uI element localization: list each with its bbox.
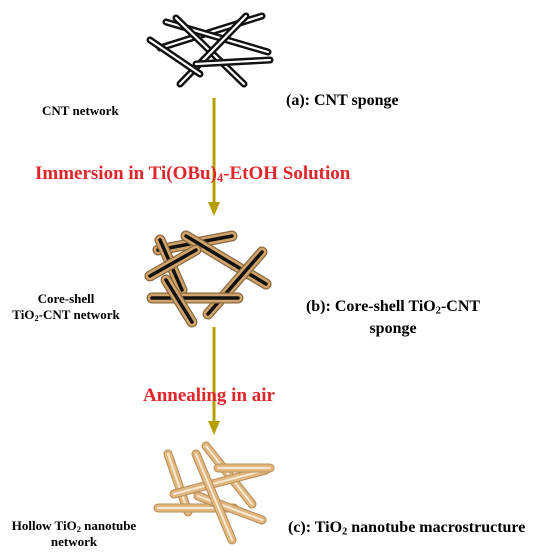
arrow-2 [208, 327, 220, 435]
core-shell-sponge-illustration [144, 230, 272, 328]
hollow-nanotube-network-label: Hollow TiO2 nanotube network [11, 518, 137, 549]
arrow-1 [208, 98, 220, 216]
annealing-step-label: Annealing in air [143, 385, 275, 406]
cnt-sponge-label: (a): CNT sponge [286, 92, 399, 109]
nanotube-illustration [153, 441, 275, 545]
immersion-step-label: Immersion in Ti(OBu)4-EtOH Solution [35, 163, 351, 186]
nanotube-macrostructure-label: (c): TiO2 nanotube macrostructure [288, 519, 526, 538]
core-shell-sponge-label: (b): Core-shell TiO2-CNT sponge [305, 298, 481, 337]
cnt-network-label: CNT network [42, 103, 119, 118]
cnt-sponge-illustration [146, 12, 274, 88]
core-shell-network-label: Core-shell TiO2-CNT network [12, 291, 120, 324]
